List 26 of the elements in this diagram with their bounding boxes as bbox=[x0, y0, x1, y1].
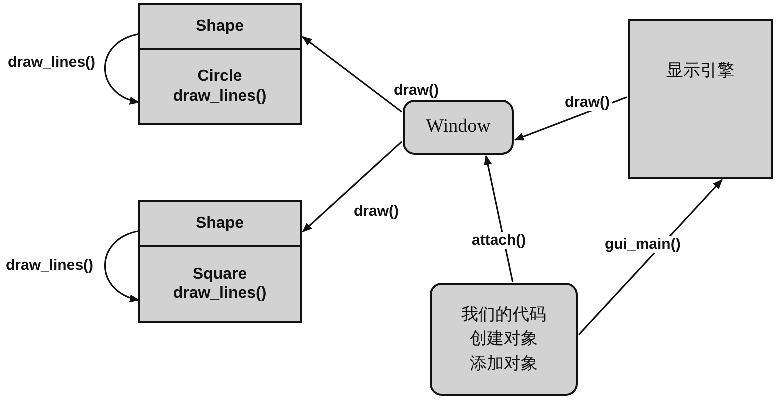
node-label: Shape bbox=[196, 16, 244, 36]
arrow bbox=[578, 179, 723, 336]
node-label: 创建对象 bbox=[470, 328, 538, 350]
curved-arrow bbox=[104, 230, 140, 302]
node-label: 添加对象 bbox=[470, 352, 538, 375]
class-box bbox=[138, 200, 302, 323]
node-label: Shape bbox=[196, 214, 244, 234]
window-box bbox=[403, 100, 514, 155]
edge-label: draw() bbox=[392, 82, 441, 99]
edge-label: draw_lines() bbox=[4, 257, 96, 274]
node-label: Circle draw_lines() bbox=[172, 67, 268, 106]
arrow bbox=[302, 36, 402, 113]
edge-label: draw_lines() bbox=[6, 54, 98, 71]
window-label: Window bbox=[426, 116, 491, 139]
edge-label: attach() bbox=[470, 232, 528, 249]
arrow bbox=[302, 141, 403, 233]
node-label: Square draw_lines() bbox=[172, 264, 268, 304]
edge-label: draw() bbox=[352, 203, 401, 220]
code-box bbox=[430, 283, 578, 396]
edge-label: gui_main() bbox=[603, 236, 683, 253]
edge-label: draw() bbox=[563, 94, 612, 111]
node-label: 显示引擎 bbox=[666, 61, 734, 82]
curved-arrow bbox=[104, 33, 140, 104]
node-label: 我们的代码 bbox=[462, 304, 546, 326]
engine-box bbox=[628, 19, 773, 179]
class-box bbox=[138, 3, 302, 125]
